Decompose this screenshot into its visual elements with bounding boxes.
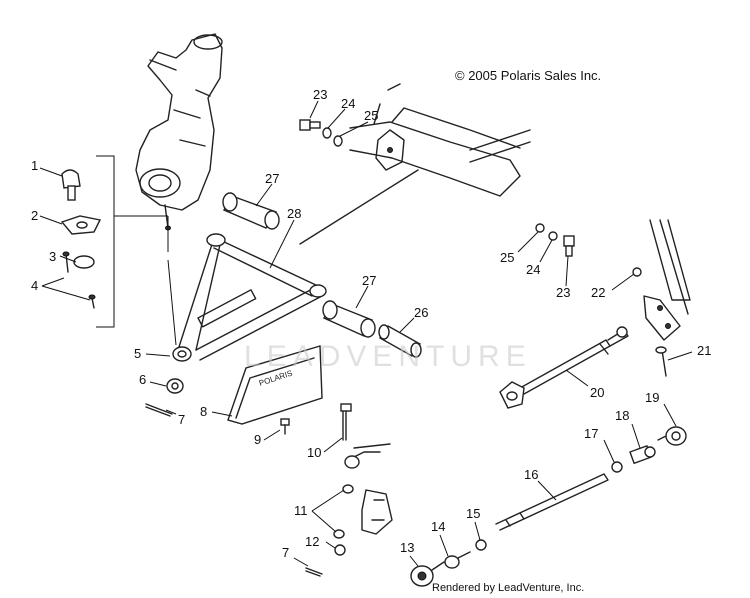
ball-joint xyxy=(61,169,81,201)
callout-15: 15 xyxy=(466,506,480,521)
nut-top xyxy=(333,135,343,147)
inner-ball-joint xyxy=(410,561,445,587)
ball-joint-plate xyxy=(60,215,102,235)
pivot-bushing-lower xyxy=(322,300,376,338)
callout-5: 5 xyxy=(134,346,141,361)
tie-rod-shaft xyxy=(495,473,609,531)
cotter-pin-upper xyxy=(145,403,173,417)
callout-7-upper: 7 xyxy=(178,412,185,427)
jam-nut-outer xyxy=(611,461,623,473)
copyright-notice: © 2005 Polaris Sales Inc. xyxy=(455,68,602,83)
callout-20: 20 xyxy=(590,385,604,400)
tie-rod-nut xyxy=(632,267,642,277)
washer-lower-a xyxy=(342,484,354,494)
tie-rod-assembly xyxy=(499,326,629,409)
steering-knuckle xyxy=(135,33,223,231)
jam-nut-inner xyxy=(475,539,487,551)
skid-plate: POLARIS xyxy=(227,345,323,425)
skid-plate-bolt xyxy=(280,418,290,435)
steering-post xyxy=(643,219,691,341)
callout-8: 8 xyxy=(200,404,207,419)
callout-26: 26 xyxy=(414,305,428,320)
callout-28: 28 xyxy=(287,206,301,221)
callout-27-upper: 27 xyxy=(265,171,279,186)
washer-right xyxy=(548,231,558,241)
cotter-pin-lower xyxy=(305,567,323,577)
callout-7-lower: 7 xyxy=(282,545,289,560)
callout-22: 22 xyxy=(591,285,605,300)
watermark-text: LEADVENTURE xyxy=(244,340,532,373)
callout-13: 13 xyxy=(400,540,414,555)
dust-cap xyxy=(73,255,95,269)
callout-24-right: 24 xyxy=(526,262,540,277)
callout-24-top: 24 xyxy=(341,96,355,111)
a-arm-bolt xyxy=(340,403,352,441)
callout-10: 10 xyxy=(307,445,321,460)
rod-end-inner xyxy=(444,551,471,569)
rod-end-adjuster xyxy=(629,444,656,465)
callout-9: 9 xyxy=(254,432,261,447)
nut-right xyxy=(535,223,545,233)
callout-4: 4 xyxy=(31,278,38,293)
frame-section xyxy=(299,83,531,245)
lower-nut xyxy=(334,544,346,556)
a-arm xyxy=(172,233,327,362)
leader-lines xyxy=(39,100,693,567)
pivot-bushing-upper xyxy=(222,192,280,230)
plate-bolts xyxy=(62,251,96,309)
frame-bolt-right xyxy=(563,235,575,257)
pivot-sleeve xyxy=(378,324,422,358)
callout-25-top: 25 xyxy=(364,108,378,123)
washer-top xyxy=(322,127,332,139)
callout-16: 16 xyxy=(524,467,538,482)
callout-14: 14 xyxy=(431,519,445,534)
rod-end-outer xyxy=(657,426,687,446)
callout-2: 2 xyxy=(31,208,38,223)
callout-numbers: 1 2 3 4 5 6 7 8 9 10 11 12 7 13 14 15 16… xyxy=(31,87,711,560)
callout-19: 19 xyxy=(645,390,659,405)
callout-1: 1 xyxy=(31,158,38,173)
callout-25-right: 25 xyxy=(500,250,514,265)
callout-12: 12 xyxy=(305,534,319,549)
callout-3: 3 xyxy=(49,249,56,264)
callout-6: 6 xyxy=(139,372,146,387)
steering-bolt xyxy=(655,346,667,377)
callout-11: 11 xyxy=(294,503,308,518)
callout-18: 18 xyxy=(615,408,629,423)
callout-23-right: 23 xyxy=(556,285,570,300)
render-credit: Rendered by LeadVenture, Inc. xyxy=(432,582,585,594)
lower-frame-mount xyxy=(344,443,393,535)
callout-21: 21 xyxy=(697,343,711,358)
frame-bolt-top xyxy=(299,119,321,131)
washer-lower-b xyxy=(333,529,345,539)
callout-23-top: 23 xyxy=(313,87,327,102)
callout-27-lower: 27 xyxy=(362,273,376,288)
a-arm-nut xyxy=(166,378,184,394)
callout-17: 17 xyxy=(584,426,598,441)
